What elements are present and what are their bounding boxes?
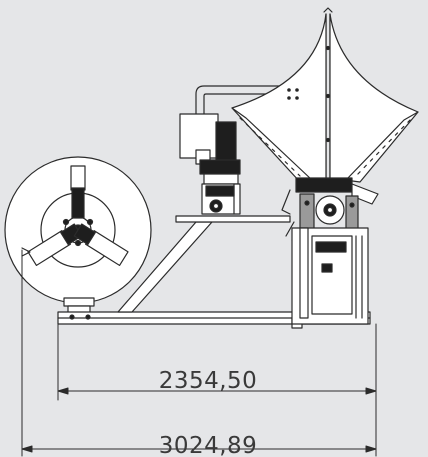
hood-shell — [231, 13, 327, 183]
gearbox — [203, 173, 239, 185]
forming-hood — [231, 7, 419, 183]
motor-assembly — [179, 85, 319, 215]
forming-head — [281, 177, 379, 241]
feed-pipe — [195, 85, 319, 119]
cabinet-door-handle — [321, 263, 333, 273]
work-table — [175, 215, 291, 223]
reel-right-paddle — [73, 223, 129, 267]
control-cabinet — [291, 227, 369, 325]
reel-left-paddle — [27, 223, 83, 267]
coil-reel — [4, 156, 152, 315]
reel-top-arm — [70, 165, 86, 191]
reel-stand — [63, 297, 95, 307]
total-dimension-label: 3024,89 — [159, 433, 258, 457]
inner-dimension-label: 2354,50 — [159, 368, 258, 394]
dimension-lines — [21, 249, 377, 457]
